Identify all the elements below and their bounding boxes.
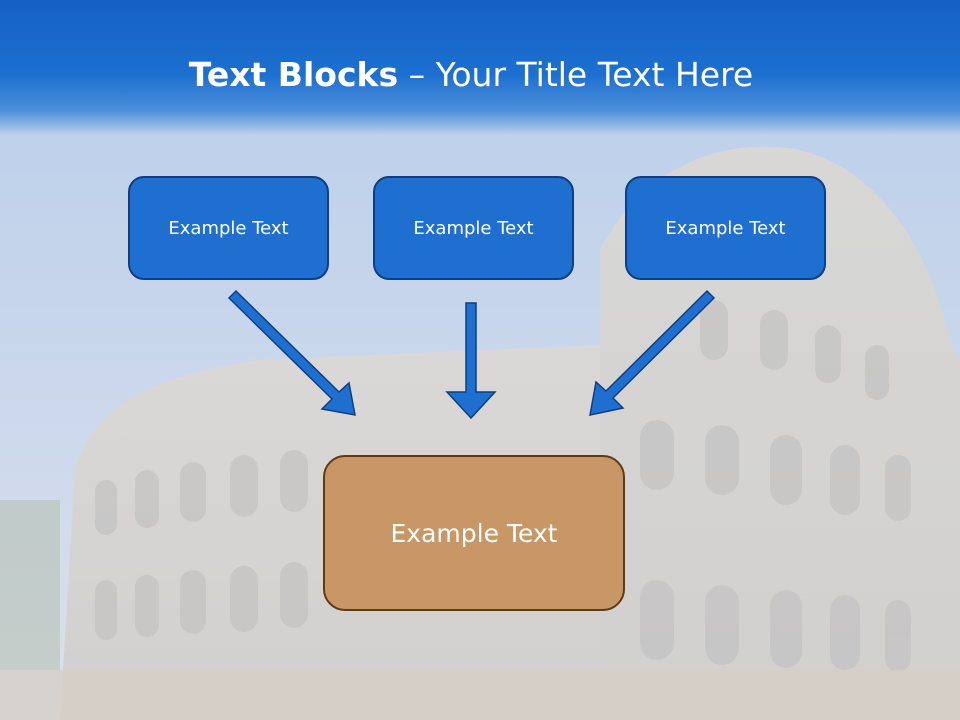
arrow-right-diagonal <box>589 289 716 416</box>
text-block-1[interactable]: Example Text <box>128 176 329 280</box>
text-block-3-label: Example Text <box>665 217 786 239</box>
target-text-block[interactable]: Example Text <box>323 455 625 611</box>
arrow-left-diagonal <box>227 289 356 416</box>
text-block-2[interactable]: Example Text <box>373 176 574 280</box>
text-block-2-label: Example Text <box>413 217 534 239</box>
title-band <box>0 0 960 135</box>
slide-title: Text Blocks – Your Title Text Here <box>0 52 942 98</box>
title-rest: Your Title Text Here <box>435 55 754 94</box>
title-dash: – <box>398 55 436 94</box>
text-block-1-label: Example Text <box>168 217 289 239</box>
target-text-block-label: Example Text <box>390 518 558 548</box>
title-bold: Text Blocks <box>188 55 399 94</box>
text-block-3[interactable]: Example Text <box>625 176 826 280</box>
arrow-center-down <box>445 302 497 420</box>
